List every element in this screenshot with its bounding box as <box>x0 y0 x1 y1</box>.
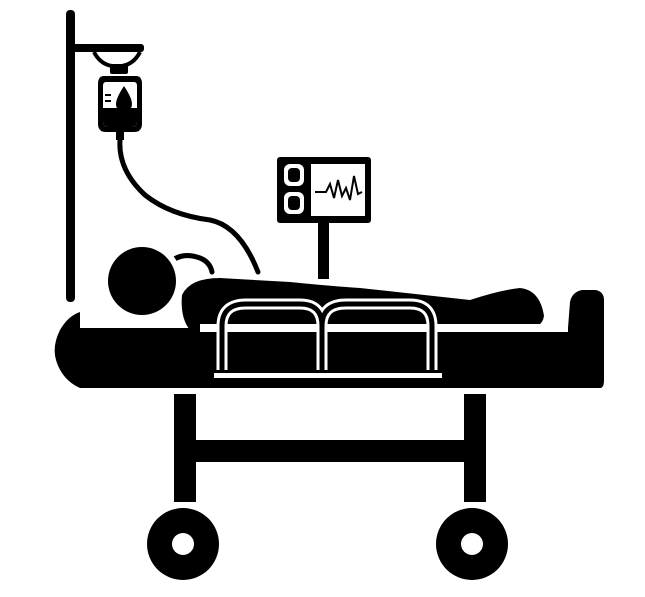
bed-rail-icon <box>210 298 446 382</box>
patient-head-icon <box>102 241 182 321</box>
blood-drop-icon <box>116 86 132 111</box>
bed-wheel-icon <box>436 508 508 580</box>
bed-wheel-icon <box>147 508 219 580</box>
ecg-waveform-icon <box>315 175 363 201</box>
heart-monitor-icon <box>277 157 371 279</box>
hospital-bed-icon <box>54 290 604 502</box>
iv-pole-icon <box>66 10 144 302</box>
